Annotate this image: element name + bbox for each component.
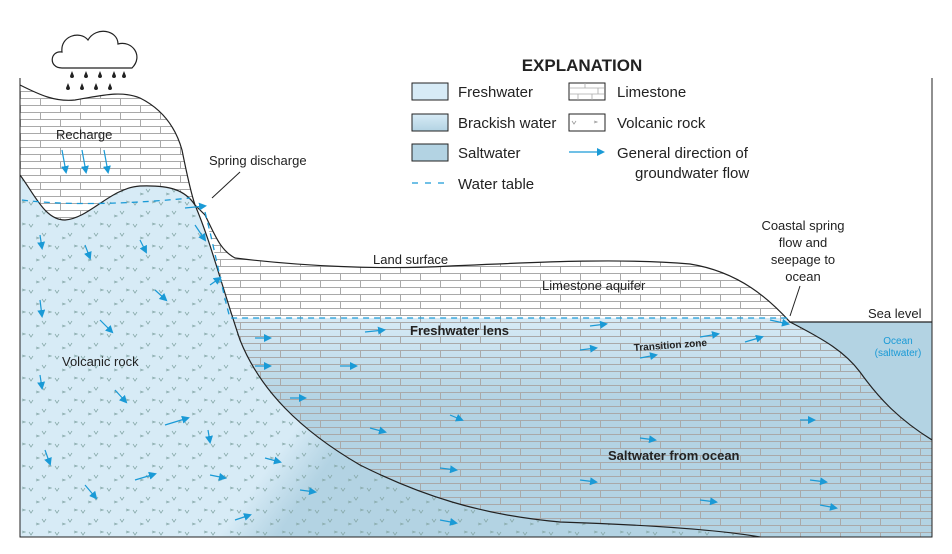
legend-limestone: Limestone	[617, 84, 686, 101]
label-spring-discharge: Spring discharge	[209, 153, 307, 168]
volcanic-limestone-contact	[20, 174, 761, 537]
flow-arrow	[99, 319, 114, 334]
label-recharge: Recharge	[56, 127, 112, 142]
legend-brackish: Brackish water	[458, 115, 556, 132]
flow-arrow	[37, 234, 46, 250]
legend: EXPLANATION Freshwater Brackish water Sa…	[411, 56, 749, 193]
flow-arrow	[194, 224, 207, 242]
flow-arrow	[102, 149, 111, 174]
flow-arrow	[639, 352, 658, 361]
flow-arrow	[699, 331, 720, 339]
coastal-spring-line: Coastal spring	[761, 218, 844, 233]
land-surface-line	[20, 84, 932, 441]
flow-arrow	[37, 299, 46, 318]
ocean	[790, 322, 932, 440]
legend-flow-line1: General direction of	[617, 145, 749, 162]
label-sea-level: Sea level	[868, 306, 922, 321]
raindrop-icon	[112, 71, 116, 78]
label-transition-zone: Transition zone	[633, 338, 707, 354]
label-limestone-aquifer: Limestone aquifer	[542, 278, 646, 293]
flow-arrow	[80, 149, 89, 174]
brackish-swatch	[411, 113, 449, 132]
raindrop-icon	[122, 71, 126, 78]
flow-arrow	[234, 513, 252, 521]
flow-arrow	[184, 202, 207, 211]
limestone-swatch-pattern	[570, 83, 604, 100]
flow-arrow	[84, 484, 98, 500]
flow-arrow	[134, 471, 157, 481]
limestone-cap-pattern	[20, 85, 195, 220]
coastal-spring-leader	[789, 285, 801, 317]
label-coastal-spring: Coastal spring flow and seepage to ocean	[761, 218, 844, 284]
flow-arrow	[369, 426, 387, 435]
raindrop-icon	[80, 83, 84, 90]
label-ocean: Ocean	[883, 336, 912, 347]
water-table	[21, 197, 790, 319]
label-ocean-saltwater: (saltwater)	[875, 348, 922, 359]
coastal-spring-line: seepage to	[771, 252, 835, 267]
flow-arrow	[699, 497, 718, 506]
flow-arrow	[60, 149, 69, 174]
coastal-spring-line: ocean	[785, 269, 820, 284]
raindrop-icon	[108, 83, 112, 90]
flow-arrow	[809, 477, 828, 486]
flow-arrow	[264, 456, 282, 465]
raindrop-icon	[94, 83, 98, 90]
legend-flow-line2: groundwater flow	[635, 165, 749, 182]
label-freshwater-lens: Freshwater lens	[410, 323, 509, 338]
raindrop-icon	[84, 71, 88, 78]
flow-arrow	[579, 344, 598, 353]
flow-arrow	[299, 487, 317, 496]
rain-cloud-icon	[51, 30, 138, 90]
flow-arrow	[209, 472, 227, 481]
flow-arrow	[579, 477, 598, 486]
flow-arrow	[114, 389, 128, 404]
flow-arrow	[154, 289, 168, 302]
frame	[19, 78, 933, 538]
flow-arrow	[37, 374, 46, 390]
flow-arrow	[769, 318, 790, 327]
volcanic-swatch	[568, 113, 606, 132]
saltwater-swatch	[411, 143, 449, 162]
label-volcanic-rock: Volcanic rock	[62, 354, 139, 369]
legend-water-table: Water table	[458, 176, 534, 193]
legend-saltwater: Saltwater	[458, 145, 521, 162]
flow-arrow	[44, 449, 52, 466]
raindrop-icon	[98, 71, 102, 78]
limestone-pattern	[205, 215, 932, 537]
limestone-swatch	[568, 82, 606, 101]
freshwater-swatch	[411, 82, 449, 101]
raindrop-icon	[70, 71, 74, 78]
flow-arrow	[205, 429, 213, 444]
coastal-spring-line: flow and	[779, 235, 827, 250]
volcanic-swatch-pattern	[571, 120, 599, 125]
flow-arrow	[209, 276, 222, 286]
flow-arrow	[439, 517, 458, 526]
flow-arrow	[164, 415, 190, 426]
flow-arrow	[139, 239, 147, 254]
flow-arrow	[589, 320, 608, 329]
spring-discharge-leader	[211, 171, 241, 199]
groundwater-flow-arrows	[37, 149, 838, 526]
label-land-surface: Land surface	[373, 252, 448, 267]
legend-title: EXPLANATION	[522, 56, 643, 75]
flow-arrow	[449, 414, 464, 422]
label-saltwater-from-ocean: Saltwater from ocean	[608, 448, 740, 463]
raindrop-icon	[66, 83, 70, 90]
legend-freshwater: Freshwater	[458, 84, 533, 101]
flow-arrow	[744, 334, 764, 343]
flow-arrow	[819, 502, 838, 511]
flow-arrow	[639, 435, 657, 444]
volcanic-pattern	[20, 175, 760, 537]
flow-arrow	[439, 465, 458, 474]
legend-volcanic: Volcanic rock	[617, 115, 706, 132]
flow-arrow	[364, 326, 386, 335]
flow-arrow	[84, 244, 92, 260]
